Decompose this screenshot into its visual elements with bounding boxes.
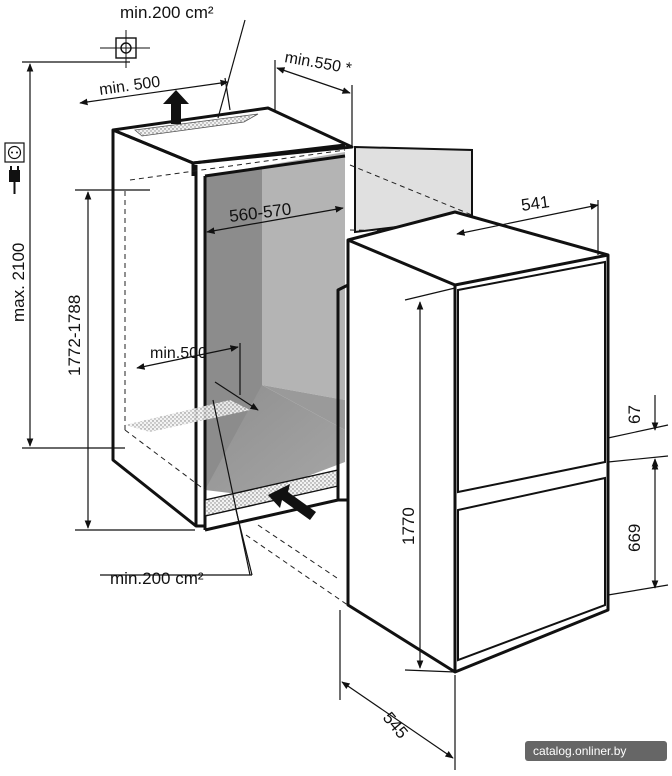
- crosshair-icon: [100, 30, 150, 68]
- niche-height-label: 1772-1788: [65, 295, 84, 376]
- lower-door-height-label: 669: [625, 524, 644, 552]
- vent-bottom-width-label: min.500: [150, 345, 207, 362]
- niche-interior-floor: [205, 385, 345, 496]
- lower-door: [457, 476, 606, 662]
- socket-icon: [4, 142, 25, 163]
- niche-cabinet: [111, 106, 354, 609]
- vent-top-area-label: min.200 cm²: [120, 3, 214, 22]
- niche-interior-right: [262, 385, 345, 430]
- max-niche-height-label: max. 2100: [9, 243, 28, 322]
- niche-interior-back-wall: [262, 152, 345, 400]
- plug-icon: [9, 166, 20, 194]
- arrow-up-icon: [163, 90, 189, 124]
- watermark: catalog.onliner.by: [525, 741, 667, 761]
- upper-door: [457, 260, 606, 494]
- arrow-in-icon: [268, 484, 316, 520]
- vent-top-width-label: min. 500: [98, 74, 161, 99]
- appliance-height-label: 1770: [399, 507, 418, 545]
- appliance-depth-label: 545: [379, 708, 412, 742]
- vent-bottom-area-label: min.200 cm²: [110, 569, 204, 588]
- appliance-body: [336, 210, 610, 674]
- top-vent-opening: [134, 113, 259, 137]
- appliance-width-label: 541: [520, 192, 551, 215]
- gap-dimension-label: 67: [625, 405, 644, 424]
- watermark-text: catalog.onliner.by: [533, 744, 626, 758]
- dimension-lines: [22, 19, 669, 770]
